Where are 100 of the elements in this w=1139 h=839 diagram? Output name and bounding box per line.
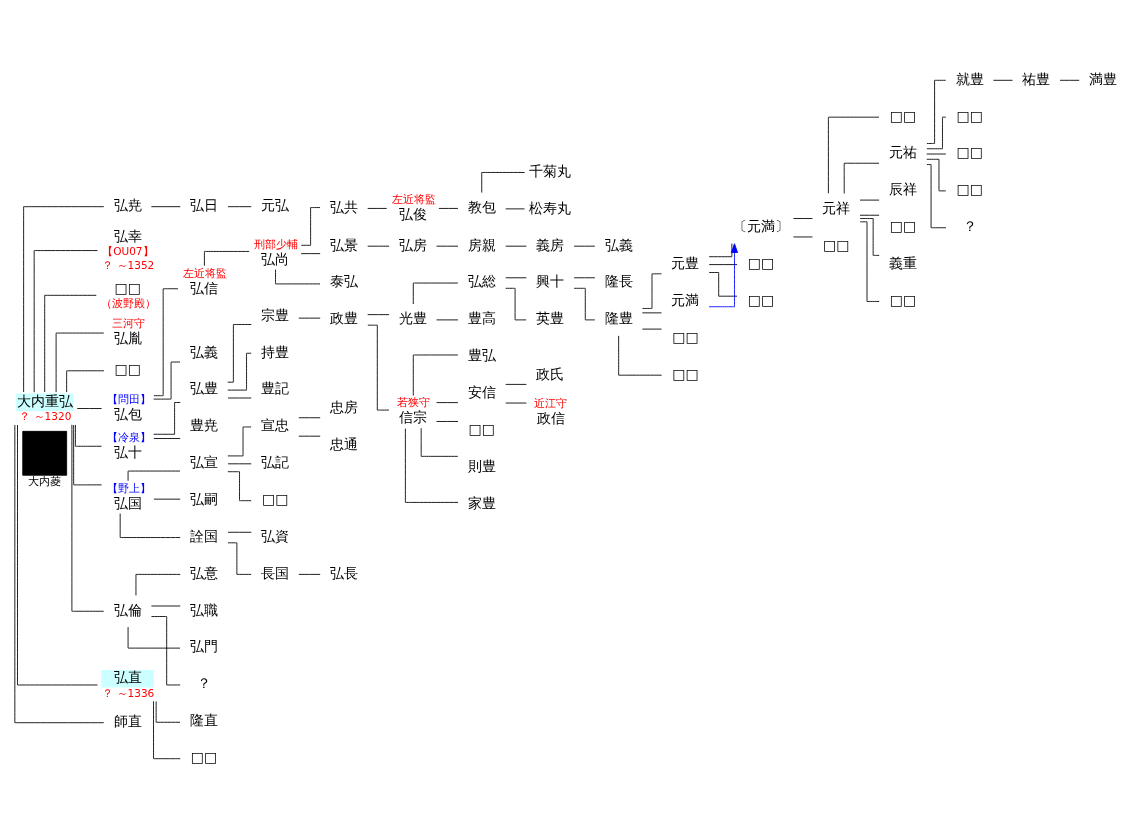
- connector: [412, 282, 459, 305]
- connector: [1059, 79, 1080, 81]
- connector: [708, 272, 738, 297]
- connector: [74, 424, 102, 447]
- connector: [618, 335, 663, 376]
- connector: [14, 424, 105, 724]
- node-text: 豊弘: [467, 347, 496, 364]
- node-text: 忠房: [329, 398, 358, 415]
- node-text: 房親: [467, 236, 496, 253]
- node-text: 弘信: [190, 279, 219, 296]
- node-text: 宗豊: [261, 306, 290, 323]
- node-text: □□: [956, 107, 984, 124]
- node-text: 弘門: [189, 638, 218, 655]
- connector: [44, 294, 97, 393]
- node-text: 弘長: [329, 564, 358, 581]
- node-text: 家豊: [467, 494, 496, 511]
- node-text: □□: [747, 254, 775, 271]
- node-text: □□: [956, 144, 984, 161]
- node-label: 左近将監: [182, 266, 227, 279]
- node-text: 詮国: [189, 527, 218, 544]
- connector: [436, 402, 459, 404]
- node-text: 弘職: [189, 601, 218, 618]
- node-label: 大内菱: [28, 474, 62, 487]
- connector: [505, 383, 527, 385]
- node-label: 刑部少輔: [254, 237, 298, 250]
- node-text: 弘包: [114, 405, 143, 422]
- node-text: 弘国: [114, 494, 143, 511]
- connector: [859, 218, 880, 256]
- connector: [71, 424, 105, 612]
- node-text: 長国: [261, 564, 290, 581]
- arrow: [708, 243, 738, 308]
- connector: [438, 208, 459, 209]
- node-label: 左近将監: [391, 192, 436, 205]
- node-label: ？ ～1320: [19, 410, 72, 423]
- node-text: 隆豊: [604, 310, 633, 327]
- connector: [55, 332, 105, 393]
- node-text: □□: [190, 749, 218, 766]
- connector: [23, 206, 105, 393]
- connector: [412, 354, 459, 396]
- node-text: 弘倫: [113, 601, 142, 618]
- connector: [708, 243, 733, 258]
- node-text: 忠通: [329, 435, 358, 452]
- node-text: 政豊: [329, 310, 358, 327]
- connector: [843, 162, 880, 194]
- connector: [298, 417, 321, 419]
- node-text: 義房: [536, 236, 565, 253]
- node-text: 弘嗣: [189, 491, 218, 508]
- node-box: 弘直: [101, 670, 154, 688]
- node-text: 弘豊: [189, 380, 218, 397]
- node-text: 元弘: [261, 197, 290, 214]
- node-text: □□: [956, 181, 984, 198]
- node-text: 弘義: [604, 236, 633, 253]
- node-box: 大内重弘: [15, 393, 74, 412]
- node-text: 辰祥: [888, 181, 917, 198]
- connector: [76, 408, 102, 409]
- node-text: 隆長: [604, 273, 633, 290]
- connector: [17, 424, 98, 686]
- connector: [827, 116, 880, 194]
- node-text: 義重: [888, 254, 917, 271]
- node-label: 若狭守: [397, 396, 431, 409]
- node-text: 持豊: [261, 343, 290, 360]
- connector: [153, 700, 181, 760]
- node-text: 弘幸: [113, 227, 142, 244]
- node-text: ？: [196, 675, 211, 692]
- node-text: 元祥: [822, 199, 851, 216]
- connector: [153, 361, 181, 400]
- node-text: 弘十: [114, 443, 143, 460]
- connector: [367, 324, 390, 411]
- node-label: 【野上】: [106, 481, 151, 494]
- connector: [153, 402, 181, 435]
- node-text: 〔元満〕: [732, 218, 789, 235]
- node-text: 教包: [467, 198, 496, 215]
- node-text: 興十: [536, 273, 565, 290]
- node-text: □□: [672, 365, 699, 382]
- node-text: □□: [889, 107, 917, 124]
- node-text: □□: [823, 236, 850, 253]
- node-text: □□: [672, 328, 699, 345]
- node-text: 弘共: [329, 198, 358, 215]
- node-label: 近江守: [534, 397, 568, 410]
- node-text: 安信: [467, 383, 496, 400]
- connector: [33, 250, 98, 393]
- node-text: 弘俊: [399, 205, 428, 222]
- connector: [992, 79, 1013, 81]
- node-text: 豊尭: [189, 417, 218, 434]
- node-text: 英豊: [536, 310, 565, 327]
- connector: [926, 164, 947, 229]
- node-text: 弘記: [261, 454, 290, 471]
- connector: [367, 208, 388, 209]
- connector: [420, 427, 459, 457]
- node-text: □□: [114, 361, 141, 378]
- connector: [926, 116, 947, 150]
- node-text: 弘義: [189, 343, 218, 360]
- connector: [227, 206, 252, 208]
- node-text: 元満: [671, 291, 700, 308]
- connector: [227, 352, 252, 391]
- node-text: 弘景: [329, 236, 358, 253]
- node-text: 豊高: [467, 310, 496, 327]
- node-text: 松寿丸: [529, 199, 572, 216]
- node-text: □□: [261, 491, 289, 508]
- node-text: 弘房: [398, 236, 427, 253]
